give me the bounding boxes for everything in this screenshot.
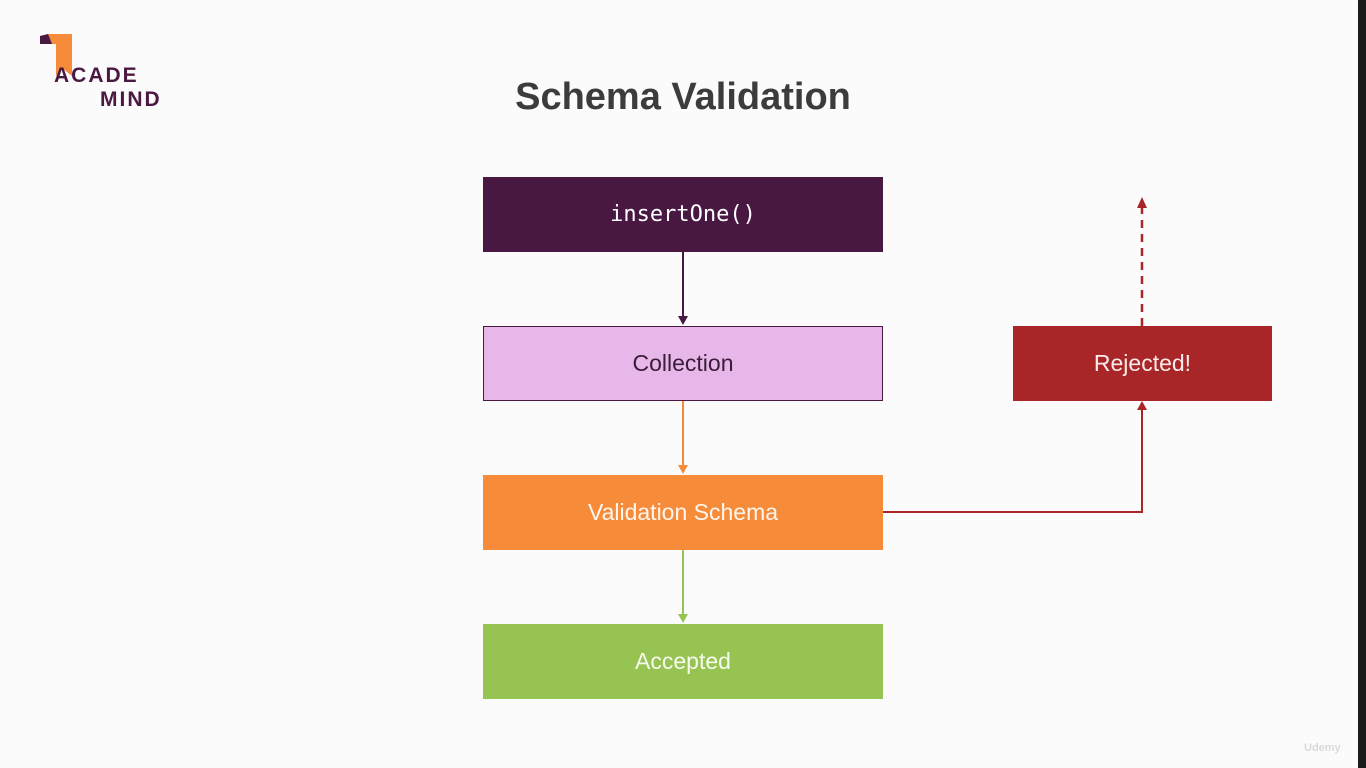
insertone-box: insertOne()	[483, 177, 883, 252]
validation-schema-label: Validation Schema	[587, 499, 779, 525]
rejected-label: Rejected!	[1093, 350, 1192, 376]
collection-label: Collection	[632, 350, 734, 376]
academind-logo: ACADE MIND	[38, 32, 178, 112]
arrow-rejected-dashed-up	[1137, 197, 1147, 326]
udemy-watermark: Udemy	[1304, 742, 1341, 754]
accepted-box: Accepted	[483, 624, 883, 699]
insertone-label: insertOne()	[610, 202, 756, 227]
arrow-insert-to-collection	[678, 252, 688, 325]
accepted-label: Accepted	[635, 648, 731, 674]
page-title: Schema Validation	[515, 76, 851, 118]
arrow-validation-to-rejected	[883, 401, 1147, 513]
arrow-validation-to-accepted	[678, 550, 688, 623]
collection-box: Collection	[483, 326, 883, 401]
rejected-box: Rejected!	[1013, 326, 1272, 401]
right-edge-bar	[1358, 0, 1366, 768]
logo-text-line2: MIND	[100, 88, 162, 111]
arrow-collection-to-validation	[678, 401, 688, 474]
logo-flag-icon	[40, 34, 72, 76]
logo-text-line1: ACADE	[54, 64, 139, 87]
validation-schema-box: Validation Schema	[483, 475, 883, 550]
